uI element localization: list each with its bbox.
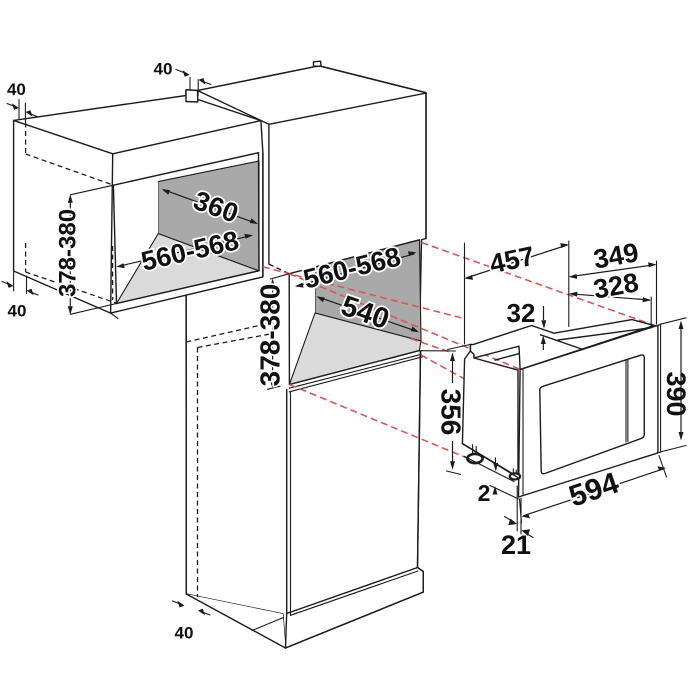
svg-text:40: 40 <box>8 302 27 321</box>
svg-text:21: 21 <box>501 530 531 560</box>
svg-text:378-380: 378-380 <box>255 284 286 387</box>
svg-text:390: 390 <box>661 371 691 416</box>
svg-text:356: 356 <box>436 389 467 436</box>
svg-text:2: 2 <box>478 480 491 506</box>
svg-text:32: 32 <box>507 298 536 328</box>
svg-text:40: 40 <box>175 624 194 643</box>
svg-text:40: 40 <box>154 60 173 79</box>
svg-text:40: 40 <box>7 80 26 99</box>
svg-text:378-380: 378-380 <box>55 209 82 297</box>
